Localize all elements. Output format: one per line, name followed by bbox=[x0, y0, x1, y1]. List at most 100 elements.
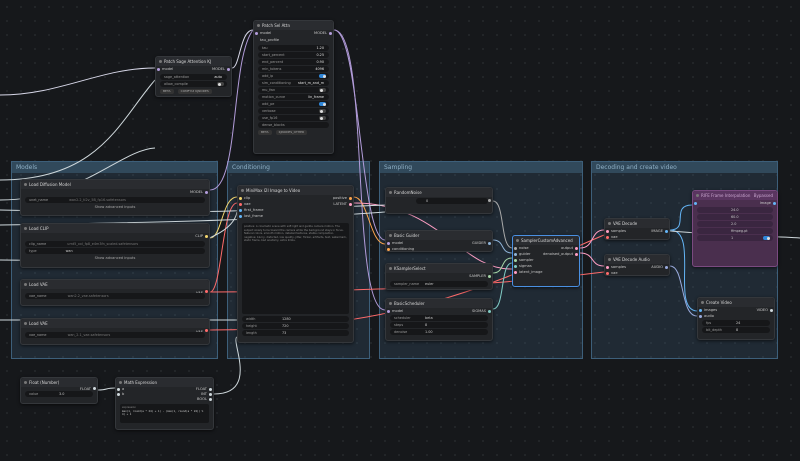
node-random-noise[interactable]: RandomNoise NOISE noise_seed0 bbox=[385, 187, 493, 214]
input-socket[interactable] bbox=[694, 202, 697, 205]
toggle-switch[interactable] bbox=[319, 116, 326, 120]
input-socket[interactable] bbox=[117, 393, 120, 396]
output-socket[interactable] bbox=[770, 309, 773, 312]
toggle-switch[interactable] bbox=[763, 236, 770, 240]
rife-field[interactable]: ffmpeg.pt bbox=[697, 228, 773, 234]
show-advanced-link[interactable]: Show advanced inputs bbox=[94, 205, 136, 209]
output-socket[interactable] bbox=[665, 230, 668, 233]
input-socket[interactable] bbox=[514, 259, 517, 262]
toggle-add-ip[interactable]: add_ip bbox=[258, 73, 329, 79]
output-socket[interactable] bbox=[575, 253, 578, 256]
vae-name-select[interactable]: vae_name wan2.2_vae.safetensors bbox=[25, 293, 205, 299]
group-title[interactable]: Conditioning bbox=[228, 162, 369, 173]
sage-attention-select[interactable]: sage_attention auto bbox=[160, 74, 227, 80]
input-socket[interactable] bbox=[699, 315, 702, 318]
input-socket[interactable] bbox=[157, 68, 160, 71]
input-socket[interactable] bbox=[699, 309, 702, 312]
input-socket[interactable] bbox=[239, 203, 242, 206]
field-row[interactable]: tau_profile bbox=[254, 37, 333, 44]
toggle-use-fp16[interactable]: use_fp16 bbox=[258, 115, 329, 121]
unet-name-select[interactable]: unet_name wan2.2_ti2v_5B_fp16.safetensor… bbox=[25, 197, 205, 203]
node-title[interactable]: Math Expression bbox=[116, 378, 213, 387]
input-socket[interactable] bbox=[239, 209, 242, 212]
input-socket[interactable] bbox=[117, 388, 120, 391]
group-title[interactable]: Sampling bbox=[380, 162, 582, 173]
toggle-add-pe[interactable]: add_pe bbox=[258, 101, 329, 107]
node-title[interactable]: KSamplerSelect bbox=[386, 264, 492, 273]
node-title[interactable]: VAE Decode bbox=[605, 219, 669, 228]
input-socket[interactable] bbox=[387, 242, 390, 245]
node-title[interactable]: BasicScheduler bbox=[386, 299, 492, 308]
input-socket[interactable] bbox=[387, 310, 390, 313]
node-title[interactable]: Patch Sel Attn bbox=[254, 21, 333, 30]
toggle-switch[interactable] bbox=[319, 102, 326, 106]
toggle-switch[interactable] bbox=[319, 109, 326, 113]
input-socket[interactable] bbox=[606, 266, 609, 269]
input-socket[interactable] bbox=[514, 247, 517, 250]
output-socket[interactable] bbox=[488, 275, 491, 278]
input-socket[interactable] bbox=[514, 265, 517, 268]
input-socket[interactable] bbox=[387, 248, 390, 251]
node-title[interactable]: Float (Number) bbox=[21, 378, 97, 387]
rife-field[interactable]: 1 bbox=[697, 235, 773, 241]
group-title[interactable]: Models bbox=[12, 162, 217, 173]
rife-field[interactable]: 2.0 bbox=[697, 221, 773, 227]
output-socket[interactable] bbox=[349, 203, 352, 206]
allow-compile-toggle[interactable]: allow_compile bbox=[160, 81, 227, 87]
toggle-switch[interactable] bbox=[319, 74, 326, 78]
input-socket[interactable] bbox=[514, 271, 517, 274]
output-socket[interactable] bbox=[205, 235, 208, 238]
input-socket[interactable] bbox=[606, 230, 609, 233]
output-socket[interactable] bbox=[209, 393, 212, 396]
node-rife-frame-interpolation[interactable]: RIFE Frame Interpolation Bypassed Image … bbox=[692, 190, 778, 267]
node-title[interactable]: Create Video bbox=[698, 298, 774, 307]
node-title[interactable]: Load CLIP bbox=[21, 224, 209, 233]
node-load-vae[interactable]: Load VAE VAE vae_name wan_2.1_vae.safete… bbox=[20, 318, 210, 345]
output-socket[interactable] bbox=[488, 310, 491, 313]
node-title[interactable]: Patch Sage Attention KJ bbox=[156, 57, 231, 66]
node-load-vae[interactable]: Load VAE VAE vae_name wan2.2_vae.safeten… bbox=[20, 279, 210, 306]
vae-name-select[interactable]: vae_name wan_2.1_vae.safetensors bbox=[25, 332, 205, 338]
input-socket[interactable] bbox=[239, 197, 242, 200]
group-title[interactable]: Decoding and create video bbox=[592, 162, 777, 173]
output-socket[interactable] bbox=[488, 242, 491, 245]
node-patch-sage-attention[interactable]: Patch Sage Attention KJ model MODEL sage… bbox=[155, 56, 232, 97]
node-load-diffusion-model[interactable]: Load Diffusion Model MODEL unet_name wan… bbox=[20, 179, 210, 216]
output-socket[interactable] bbox=[329, 32, 332, 35]
node-patch-sel-attn[interactable]: Patch Sel Attn model MODEL tau_profile t… bbox=[253, 20, 334, 154]
output-socket[interactable] bbox=[349, 197, 352, 200]
expression-textarea[interactable]: expression max(1, round(a * 24) + 1) - (… bbox=[120, 404, 209, 423]
node-title[interactable]: Load VAE bbox=[21, 319, 209, 328]
node-title[interactable]: VAE Decode Audio bbox=[605, 255, 669, 264]
output-socket[interactable] bbox=[205, 191, 208, 194]
input-dense-blocks[interactable]: dense_blocks bbox=[258, 122, 329, 128]
rife-field[interactable]: 24.0 bbox=[697, 207, 773, 213]
node-title[interactable]: Load Diffusion Model bbox=[21, 180, 209, 189]
output-socket[interactable] bbox=[665, 266, 668, 269]
node-title[interactable]: SamplerCustomAdvanced bbox=[513, 236, 579, 245]
node-title[interactable]: RandomNoise bbox=[386, 188, 492, 197]
output-socket[interactable] bbox=[205, 290, 208, 293]
output-socket[interactable] bbox=[227, 68, 230, 71]
output-socket[interactable] bbox=[575, 247, 578, 250]
input-socket[interactable] bbox=[606, 236, 609, 239]
